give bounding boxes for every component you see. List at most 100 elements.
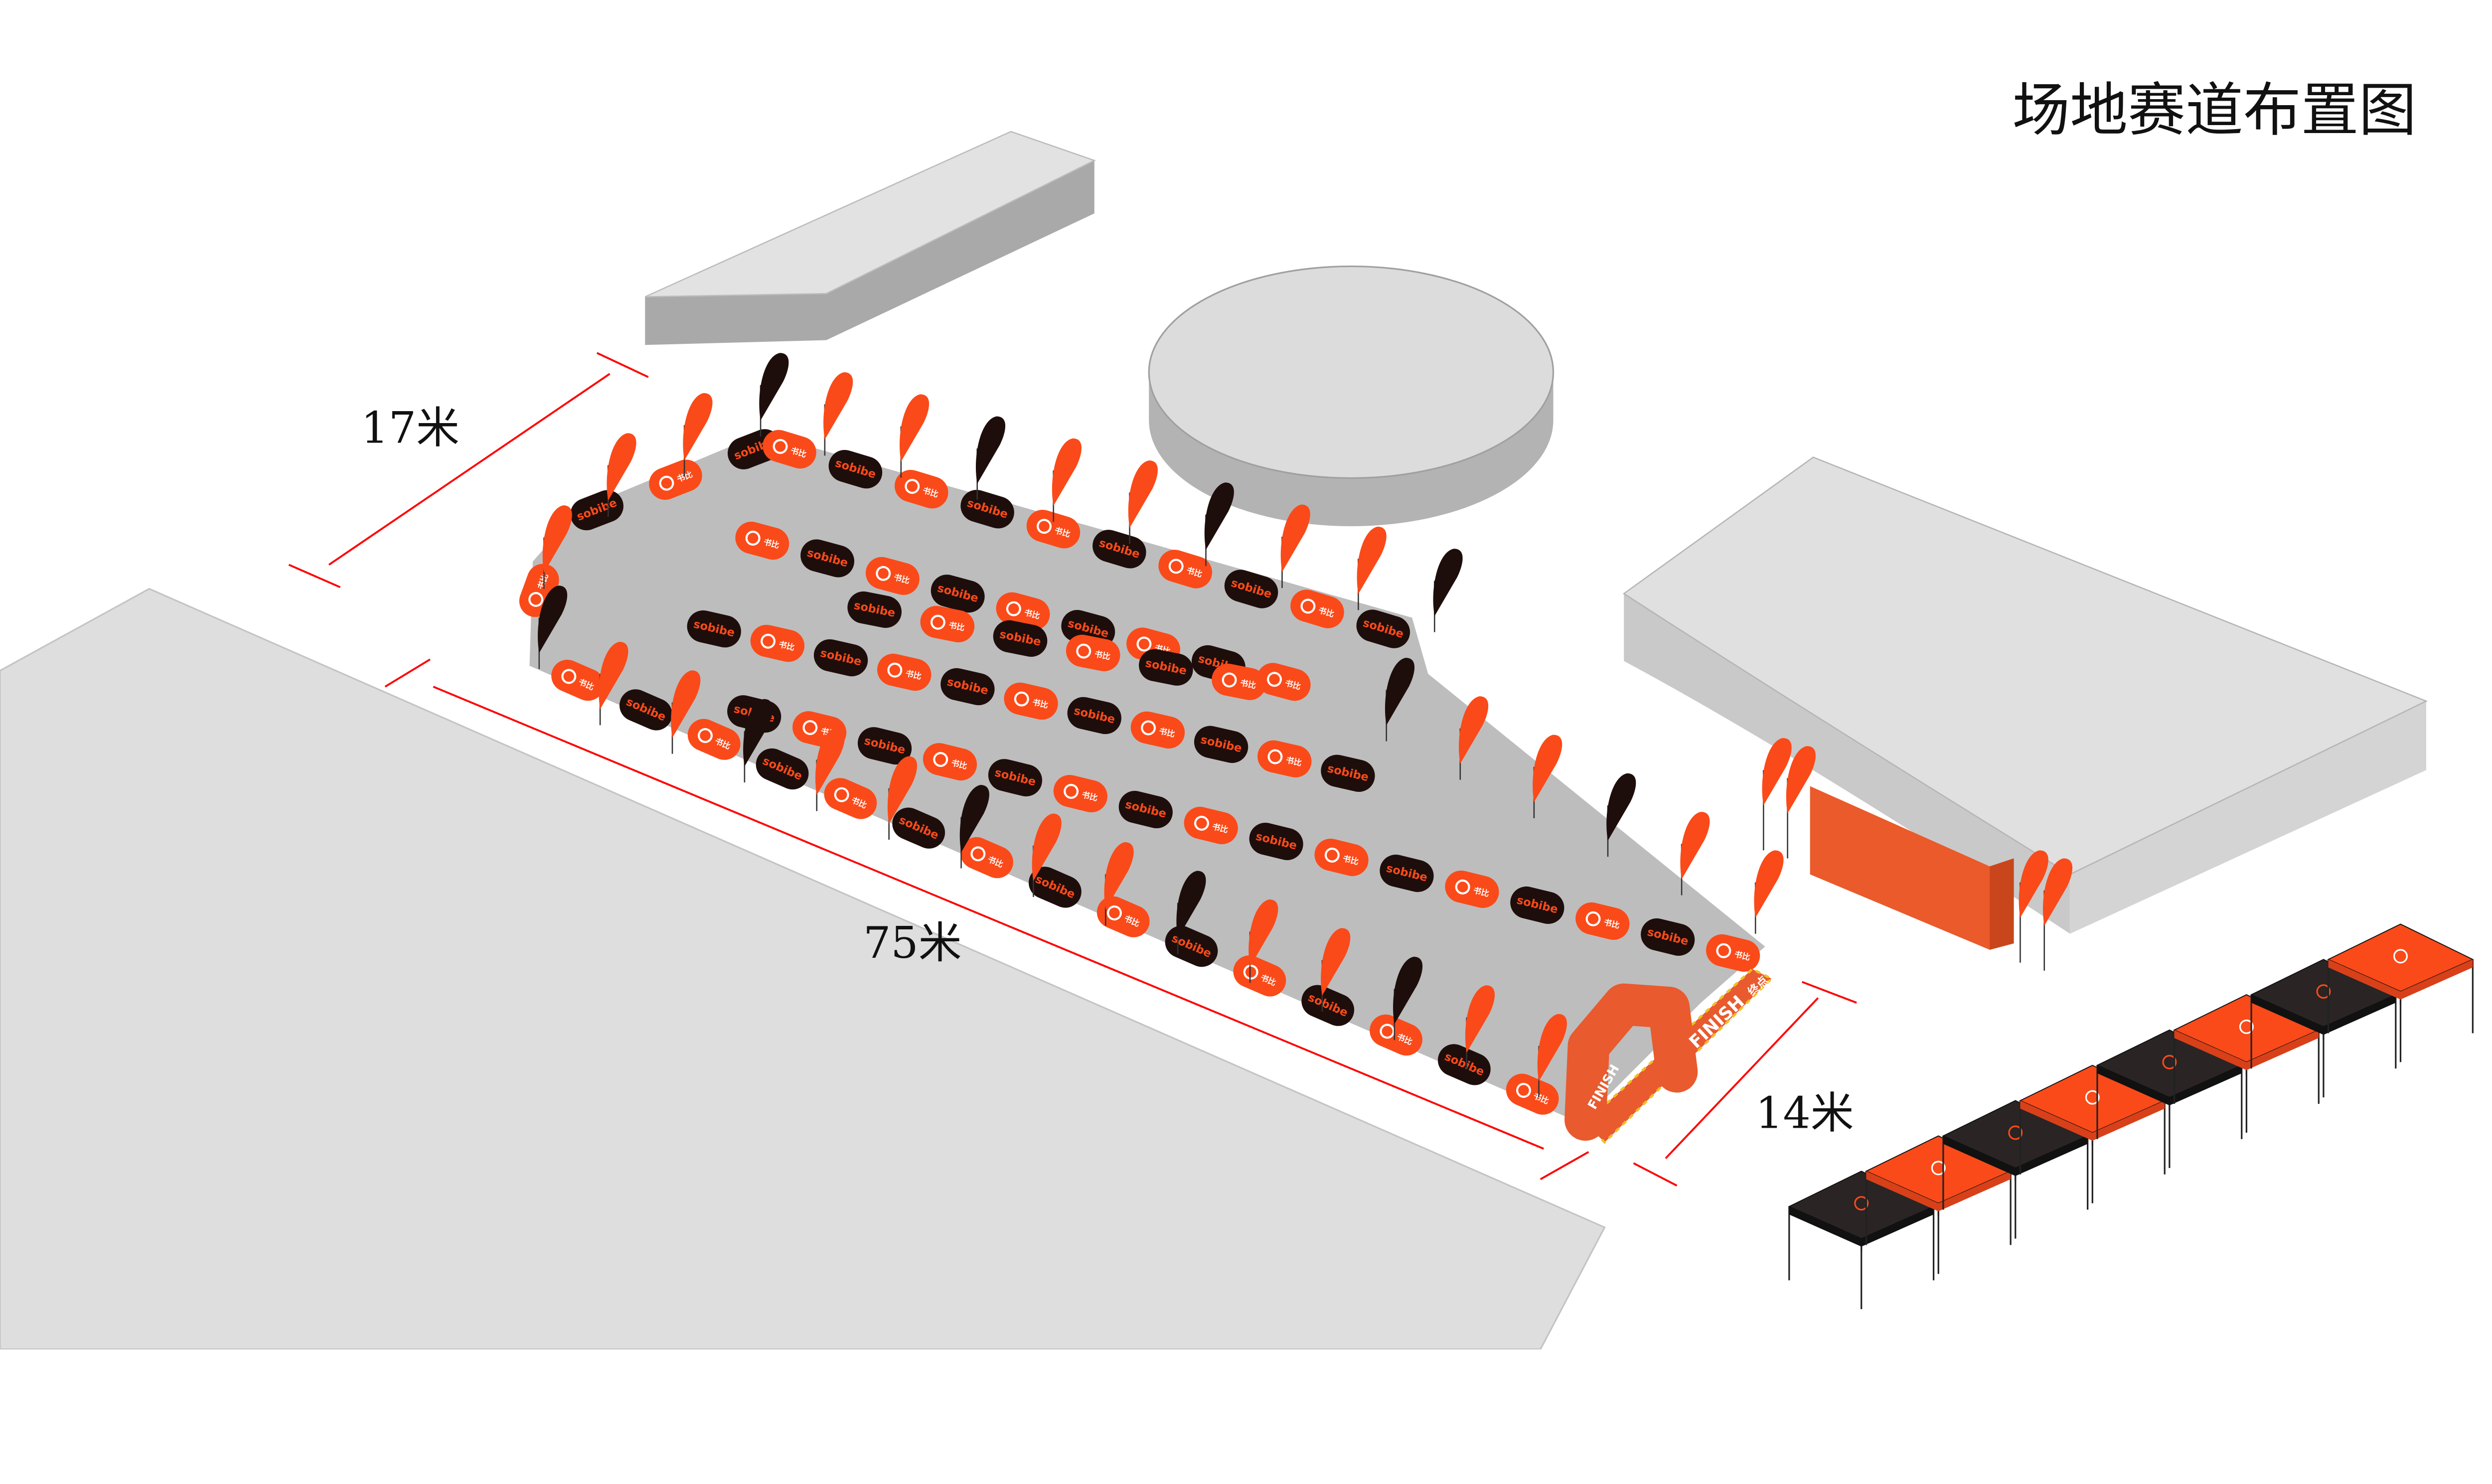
barrier: sobibe [1139,649,1193,686]
elephant-logo-icon [2162,1054,2177,1069]
barrier-panel [1092,530,1146,569]
length-dimension-label: 75米 [863,918,961,968]
teardrop-flag [599,641,628,726]
elephant-logo-icon [1037,519,1052,534]
flag-banner [1052,438,1082,506]
barrier: 书比 [1212,663,1266,700]
barrier-panel [894,469,948,509]
barrier: 书比 [649,459,702,500]
dimension-line-width [328,373,611,566]
barrier: 书比 [1130,711,1185,749]
finish-area: FINISH 终点 FINISH [1564,967,1774,1144]
elephant-logo-icon [1136,636,1152,652]
barrier: sobibe [1301,985,1355,1026]
elephant-logo-icon [1585,911,1601,926]
barrier: 书比 [923,743,977,781]
barrier-panel [1004,682,1058,720]
barrier-panel [1066,634,1120,671]
elephant-logo-icon [2316,984,2331,999]
elephant-logo-icon [1014,691,1029,707]
barrier-panel [857,727,912,765]
elephant-logo-icon [1931,1161,1946,1176]
barrier: 书比 [1096,896,1150,937]
barrier: sobibe [988,759,1043,797]
teardrop-flag [743,699,773,783]
elephant-logo-icon [1194,816,1209,831]
barrier: sobibe [1092,530,1146,569]
flag-banner [1606,773,1636,841]
barrier-panel [649,459,702,500]
elephant-logo-icon [887,662,903,678]
elephant-logo-icon [2393,949,2408,964]
barrier: 书比 [1184,807,1238,845]
flag-banner [975,416,1006,484]
barrier-panel [940,668,995,706]
barrier: 书比 [1158,550,1212,589]
elephant-logo-icon [561,669,577,684]
barrier: 书比 [1506,1073,1559,1115]
tent-valance [1789,1206,1934,1247]
barrier: 书比 [1026,510,1081,549]
elephant-logo-icon [2085,1090,2100,1105]
building-right [1622,456,2428,950]
flag-banner [900,394,930,462]
barrier-panel [1096,896,1150,937]
barrier: sobibe [1510,886,1564,924]
barrier-panel [920,605,975,642]
barrier-panel [1321,754,1375,792]
barrier-panel [923,743,977,781]
teardrop-flag [1606,773,1636,857]
barrier: sobibe [1224,570,1278,608]
tent-row [1788,923,2474,1310]
elephant-logo-icon [2008,1125,2023,1140]
elephant-logo-icon [745,530,761,546]
barrier: 书比 [1370,1014,1422,1056]
elephant-logo-icon [802,720,818,736]
barrier: sobibe [1028,867,1082,908]
flag-banner [1280,504,1310,572]
tent [2173,994,2320,1133]
teardrop-flag [607,433,636,517]
barrier: 书比 [1233,955,1286,997]
teardrop-flag [959,785,989,869]
race-track-surface [529,433,1765,1123]
barrier: sobibe [800,539,855,578]
flag-banner [887,756,917,824]
barrier: sobibe [940,668,995,706]
teardrop-flag [542,505,572,589]
barrier-panel [1445,870,1499,908]
flag-banner [1754,850,1784,918]
barrier-panel [892,807,945,849]
teardrop-flag [1032,813,1062,897]
flag-banner [542,505,572,573]
barrier-panel [1641,918,1695,956]
barrier-panel [993,620,1048,657]
teardrop-flag [1357,526,1387,610]
teardrop-flag [1104,842,1134,926]
barrier: sobibe [847,591,902,628]
teardrop-flag [815,728,845,811]
teardrop-flag [537,586,568,669]
barrier: sobibe [931,575,985,613]
barrier: sobibe [620,689,672,731]
barrier-panel [1249,823,1303,861]
flag-banner [1248,899,1278,967]
teardrop-flag [1465,985,1495,1069]
teardrop-flag [759,353,789,437]
barrier-panel [1130,711,1185,749]
barrier: sobibe [1194,726,1248,763]
tent [1788,1171,1935,1310]
barrier: sobibe [828,449,883,489]
teardrop-flag [1385,658,1415,742]
teardrop-flag [683,393,713,477]
flag-banner [2019,850,2048,918]
barrier-panel [988,759,1043,797]
barrier: 书比 [1706,934,1760,972]
barrier: 书比 [960,837,1013,879]
elephant-logo-icon [970,846,986,862]
barrier: 书比 [1004,682,1058,720]
barrier-panel [1212,663,1266,700]
dimension-lines [288,352,1857,1187]
